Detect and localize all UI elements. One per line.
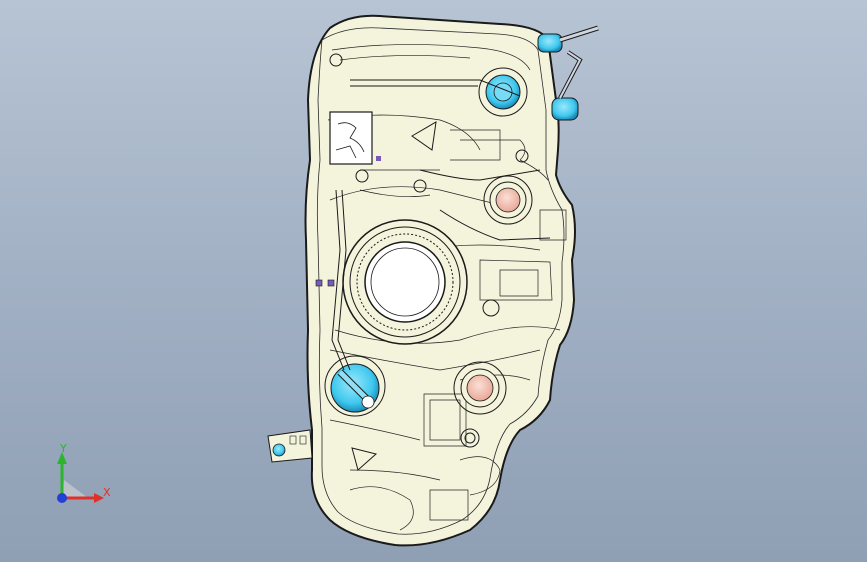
tank-surface-contours bbox=[327, 44, 567, 531]
pump-module-flange[interactable] bbox=[342, 219, 468, 345]
x-axis-label: X bbox=[103, 486, 111, 499]
cyan-valve-top[interactable] bbox=[478, 67, 528, 117]
purple-clips bbox=[315, 156, 381, 287]
coordinate-triad: Y X bbox=[57, 442, 111, 503]
pink-port-lower[interactable] bbox=[453, 361, 507, 415]
pink-port-upper[interactable] bbox=[483, 175, 533, 225]
small-bosses bbox=[329, 53, 529, 448]
y-axis-label: Y bbox=[59, 442, 67, 455]
fuel-lines bbox=[331, 79, 551, 371]
cyan-filler-neck-port[interactable] bbox=[324, 355, 386, 417]
mounting-bracket[interactable] bbox=[267, 429, 313, 463]
cyan-connector-right[interactable] bbox=[551, 50, 583, 121]
arrow-markers bbox=[351, 121, 437, 471]
cyan-connector-upper-right[interactable] bbox=[537, 25, 599, 53]
vapor-canister-box[interactable] bbox=[329, 111, 373, 165]
z-axis-dot bbox=[57, 493, 67, 503]
